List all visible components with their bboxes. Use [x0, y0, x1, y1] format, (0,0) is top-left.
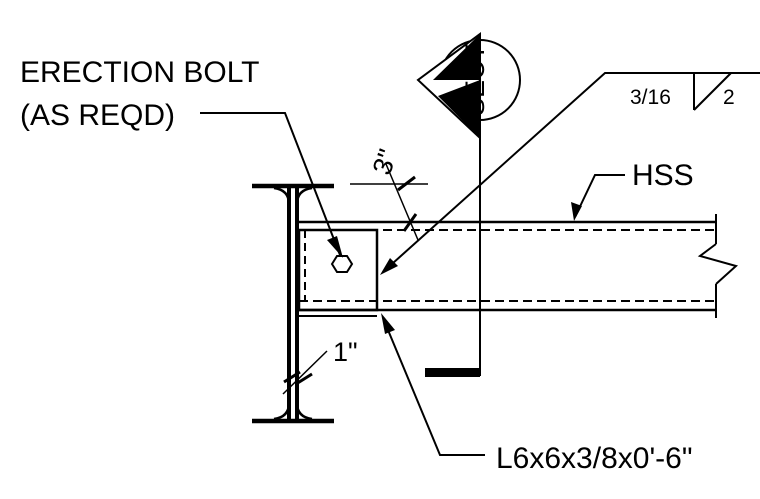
angle-outline	[297, 228, 379, 312]
clip-angle	[297, 228, 379, 317]
dim-top-label: 3"	[367, 145, 404, 178]
section-marker: SECT	[416, 32, 521, 377]
angle-label: L6x6x3/8x0'-6"	[496, 442, 693, 475]
erection-bolt-label-line2: (AS REQD)	[20, 99, 175, 132]
weld-length-label: 2	[723, 86, 735, 109]
break-line	[697, 243, 739, 285]
section-cut-end-mark	[425, 368, 480, 377]
dim-bottom-line	[282, 350, 328, 395]
dim-top-line	[385, 163, 419, 241]
leader-weld	[382, 72, 760, 273]
column-fillet-br	[295, 402, 313, 421]
weld-size-label: 3/16	[630, 86, 671, 109]
dim-top-tick1	[397, 175, 416, 192]
dim-bottom-tick1	[283, 370, 301, 384]
column-fillet-bl	[273, 402, 291, 421]
dim-bottom-label: 1"	[333, 337, 358, 367]
column-fillet-tr	[295, 186, 313, 205]
leader-angle	[382, 317, 485, 456]
leader-hss	[574, 174, 625, 218]
dim-top-tick2	[402, 213, 418, 232]
column-fillet-tl	[273, 186, 291, 205]
weld-symbol: 3/16 2	[630, 72, 735, 111]
leader-erection-bolt	[200, 112, 341, 256]
leader-angle-arrow	[381, 313, 395, 334]
dim-bottom-tick2	[295, 372, 313, 386]
section-marker-arrow-bottom	[438, 80, 480, 138]
leader-weld-arrow	[380, 258, 398, 275]
leader-hss-arrow	[571, 202, 582, 221]
erection-bolt-label-line1: ERECTION BOLT	[20, 56, 259, 89]
leaders	[200, 72, 760, 456]
section-marker-arrow-top	[433, 34, 480, 80]
leader-erection-bolt-arrow	[327, 236, 343, 258]
erection-bolt-hex	[330, 255, 354, 273]
section-marker-label: SECT	[460, 44, 490, 116]
hss-label: HSS	[632, 159, 694, 192]
weld-fillet-diagonal	[693, 72, 732, 111]
dimension-bottom: 1"	[282, 337, 358, 395]
dimension-top: 3"	[350, 145, 428, 241]
